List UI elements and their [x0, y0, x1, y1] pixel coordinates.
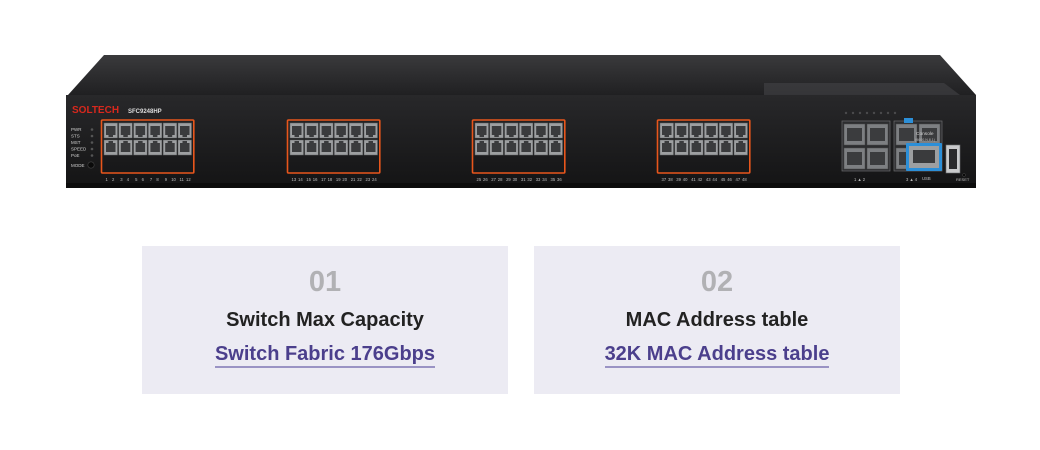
port-number: 2 [112, 177, 115, 182]
port-number: 19 [336, 177, 341, 182]
feature-card-capacity: 01 Switch Max Capacity Switch Fabric 176… [142, 246, 508, 394]
status-led [90, 134, 94, 138]
port-number: 16 [313, 177, 318, 182]
port-number: 9 [165, 177, 168, 182]
led-label: PWR [71, 127, 82, 132]
port-number: 24 [372, 177, 377, 182]
port-number: 31 [521, 177, 526, 182]
card-title: MAC Address table [625, 309, 809, 331]
card-number: 01 [308, 266, 342, 298]
port-number: 25 [477, 177, 482, 182]
port-number: 46 [727, 177, 732, 182]
card-link-container: 32K MAC Address table [534, 343, 900, 368]
port-number: 14 [298, 177, 303, 182]
port-number: 10 [171, 177, 176, 182]
port-number: 5 [135, 177, 138, 182]
port-number: 22 [357, 177, 362, 182]
port-number: 41 [691, 177, 696, 182]
port-number: 1 [106, 177, 109, 182]
port-number: 34 [542, 177, 547, 182]
port-number: 28 [498, 177, 503, 182]
port-number: 30 [513, 177, 518, 182]
led-label: PoE [71, 153, 80, 158]
port-number: 7 [150, 177, 153, 182]
port-number: 27 [491, 177, 496, 182]
port-number: 23 [366, 177, 371, 182]
port-number: 3 [120, 177, 123, 182]
port-number: 40 [683, 177, 688, 182]
led-label: STS [71, 134, 80, 139]
port-number: 17 [321, 177, 326, 182]
mac-table-link[interactable]: 32K MAC Address table [604, 343, 830, 368]
port-number: 8 [156, 177, 159, 182]
port-number: 18 [328, 177, 333, 182]
switch-top-lid [68, 55, 976, 95]
mode-button[interactable] [87, 161, 95, 169]
brand-logo: SOLTECH [72, 105, 119, 116]
sfp-label: 1 ▲ 2 [854, 177, 866, 182]
status-led [90, 141, 94, 144]
switch-fabric-link[interactable]: Switch Fabric 176Gbps [214, 343, 436, 368]
led-label: MST [71, 140, 81, 145]
console-sub-label: (9600,N,8,1) [915, 138, 935, 142]
poe-block-outline [656, 119, 751, 174]
feature-cards: 01 Switch Max Capacity Switch Fabric 176… [142, 246, 900, 394]
port-number: 47 [736, 177, 741, 182]
feature-card-mac: 02 MAC Address table 32K MAC Address tab… [534, 246, 900, 394]
port-number: 13 [292, 177, 297, 182]
console-label: Console [916, 131, 934, 137]
port-number: 6 [142, 177, 145, 182]
port-number: 38 [668, 177, 673, 182]
port-number: 33 [536, 177, 541, 182]
port-number: 42 [698, 177, 703, 182]
card-link-container: Switch Fabric 176Gbps [142, 343, 508, 368]
status-led [90, 147, 94, 151]
port-number: 39 [676, 177, 681, 182]
port-number: 37 [662, 177, 667, 182]
port-number: 4 [127, 177, 130, 182]
card-title: Switch Max Capacity [226, 309, 424, 331]
port-number: 12 [186, 177, 191, 182]
port-number: 15 [306, 177, 311, 182]
sfp-label: 3 ▲ 4 [906, 177, 918, 182]
port-number: 35 [551, 177, 556, 182]
port-number: 26 [483, 177, 488, 182]
model-label: SFC9248HP [128, 109, 162, 115]
reset-label: RESET [956, 177, 970, 182]
poe-block-outline [286, 119, 381, 174]
port-number: 44 [712, 177, 717, 182]
port-number: 45 [721, 177, 726, 182]
port-number: 20 [342, 177, 347, 182]
port-number: 21 [351, 177, 356, 182]
usb-label: USB [922, 176, 931, 181]
port-number: 43 [706, 177, 711, 182]
port-number: 36 [557, 177, 562, 182]
card-number: 02 [700, 266, 734, 298]
status-led [90, 154, 94, 157]
port-number: 32 [527, 177, 532, 182]
reset-button[interactable] [962, 173, 966, 177]
poe-block-outline [471, 119, 566, 174]
led-label: SPEED [71, 147, 87, 152]
mode-label: MODE [71, 163, 85, 168]
status-led [90, 128, 94, 131]
poe-block-outline [100, 119, 195, 174]
port-number: 11 [180, 177, 185, 182]
port-number: 48 [742, 177, 747, 182]
port-number: 29 [506, 177, 511, 182]
